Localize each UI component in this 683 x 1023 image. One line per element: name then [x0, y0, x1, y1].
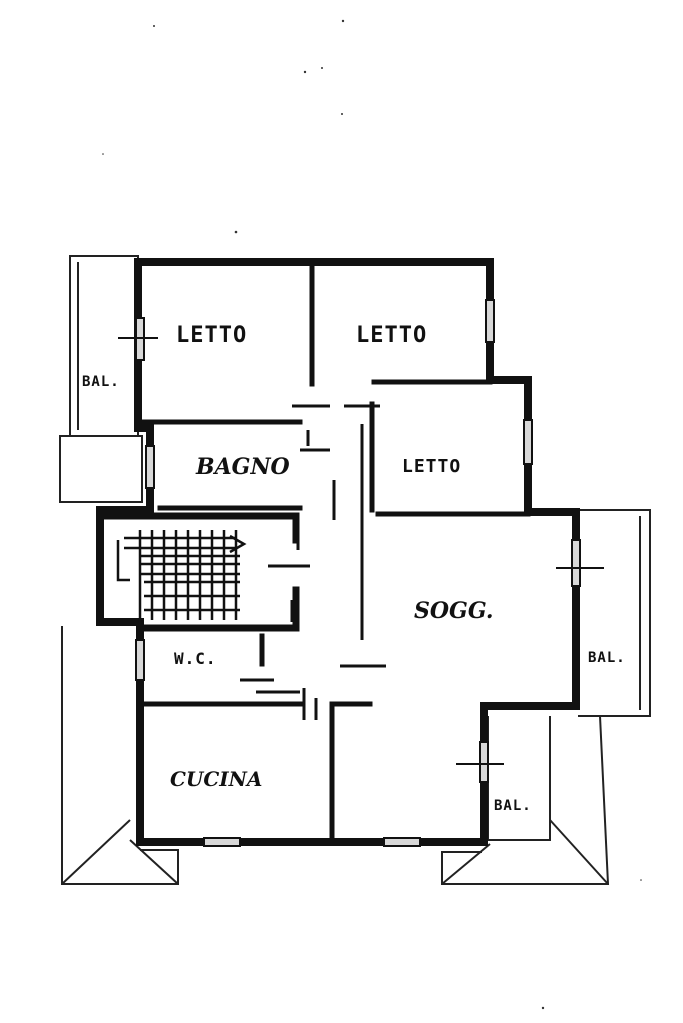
room-label-balcony-right: BAL.: [588, 650, 626, 666]
balcony-left-outline: [59, 255, 143, 503]
scan-specks: [102, 19, 642, 1010]
outer-walls: [96, 258, 580, 846]
room-label-wc: W.C.: [174, 649, 217, 668]
room-label-letto-right: LETTO: [402, 456, 461, 477]
stair-walls: [100, 512, 300, 632]
staircase: [116, 530, 247, 622]
room-label-letto-top-right: LETTO: [356, 323, 427, 348]
room-label-letto-top-left: LETTO: [176, 323, 247, 348]
room-label-bagno: BAGNO: [195, 454, 290, 480]
room-label-cucina: CUCINA: [170, 767, 262, 791]
room-label-balcony-left: BAL.: [82, 374, 120, 390]
room-label-balcony-bottom: BAL.: [494, 798, 532, 814]
terrace-outlines: [61, 626, 610, 885]
balcony-bottom-outline: [487, 716, 551, 841]
room-label-soggiorno: SOGG.: [414, 598, 494, 624]
balcony-right-outline: [578, 509, 651, 717]
balcony-door-marks: [118, 337, 604, 765]
door-marks: [240, 404, 386, 720]
interior-walls: [141, 265, 531, 839]
